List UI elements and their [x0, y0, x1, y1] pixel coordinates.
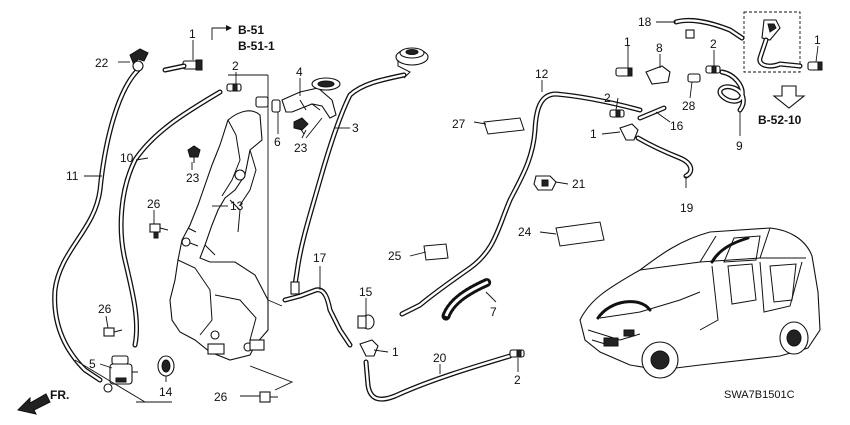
- callout-28: 28: [682, 99, 696, 113]
- bolt-26-low: [103, 327, 123, 337]
- pad-25: [423, 243, 449, 261]
- grommet-15: [357, 314, 375, 330]
- leader-lines: [84, 21, 819, 397]
- callout-26: 26: [98, 302, 112, 316]
- callout-20: 20: [433, 351, 447, 365]
- hose-19: [635, 135, 694, 179]
- callout-19: 19: [680, 201, 694, 215]
- check-valve-2-bottom: [509, 349, 525, 358]
- callout-26: 26: [147, 197, 161, 211]
- callout-8: 8: [656, 41, 663, 55]
- callout-27: 27: [452, 117, 466, 131]
- check-valve-2-mid-right: [609, 109, 625, 118]
- joint-1-lower: [359, 339, 379, 357]
- bracket-lines-left: [74, 74, 294, 403]
- nozzle-detail-box: [743, 11, 803, 73]
- callout-25: 25: [388, 249, 402, 263]
- joint-1-upper-right: [615, 67, 633, 77]
- connector-28: [687, 73, 701, 83]
- callout-4: 4: [296, 65, 303, 79]
- joint-1-far-right: [807, 61, 823, 71]
- bolt-23-tank: [187, 145, 201, 163]
- ref-b52-10: B-52-10: [758, 113, 802, 127]
- callout-1: 1: [624, 35, 631, 49]
- callout-12: 12: [535, 67, 549, 81]
- filler-cap-3: [290, 47, 429, 295]
- washer-reservoir-13: [169, 110, 269, 361]
- callout-1: 1: [189, 27, 196, 41]
- callout-7: 7: [490, 305, 497, 319]
- callout-5: 5: [89, 357, 96, 371]
- grommet-6: [255, 96, 281, 113]
- check-valve-2-left: [226, 83, 242, 92]
- arrowhead-b51: [226, 25, 232, 31]
- callout-1: 1: [814, 33, 821, 47]
- callout-16: 16: [670, 119, 684, 133]
- hose-18: [673, 17, 745, 41]
- callout-2: 2: [232, 59, 239, 73]
- bolt-23-filler: [293, 117, 309, 135]
- pad-27: [483, 117, 525, 135]
- bolt-26-mid: [149, 223, 169, 239]
- corrugated-tube-7: [441, 277, 493, 321]
- arrow-b51: [211, 27, 226, 40]
- callout-13: 13: [230, 199, 244, 213]
- hose-17: [282, 287, 353, 348]
- callout-1: 1: [590, 127, 597, 141]
- filler-neck-4: [281, 77, 341, 119]
- callout-6: 6: [274, 135, 281, 149]
- joint-1-mid-right: [619, 123, 639, 141]
- check-valve-2-right: [705, 65, 721, 74]
- callout-11: 11: [66, 169, 79, 183]
- grommet-14: [157, 355, 175, 377]
- hose-12: [399, 91, 643, 317]
- bolt-26-bottom: [259, 391, 278, 403]
- callout-22: 22: [95, 56, 109, 70]
- callout-23: 23: [294, 141, 308, 155]
- callout-24: 24: [518, 225, 532, 239]
- callout-10: 10: [120, 151, 134, 165]
- callout-14: 14: [159, 385, 173, 399]
- hose-clip-22: [129, 48, 149, 72]
- callout-1: 1: [392, 345, 399, 359]
- callout-2: 2: [514, 373, 521, 387]
- callout-2: 2: [710, 37, 717, 51]
- callout-numbers: 1 22 2 4 6 23 23 10 11 13 26 3 26 5 14 2…: [66, 15, 821, 404]
- callout-15: 15: [359, 285, 373, 299]
- callout-23: 23: [186, 171, 200, 185]
- callout-2: 2: [604, 91, 611, 105]
- callout-18: 18: [638, 15, 652, 29]
- hose-11: [52, 67, 141, 383]
- hose-10: [118, 89, 223, 348]
- callout-17: 17: [313, 251, 327, 265]
- ref-b51-1: B-51-1: [238, 39, 275, 53]
- front-label: FR.: [50, 388, 69, 402]
- diagram-code: SWA7B1501C: [724, 389, 795, 401]
- hose-9: [717, 69, 746, 113]
- joint-1-top: [162, 59, 203, 73]
- pad-24: [555, 221, 605, 247]
- joint-8: [645, 65, 671, 85]
- washer-pump-5: [103, 355, 138, 393]
- hose-20: [363, 353, 513, 402]
- hose-16: [637, 105, 667, 121]
- callout-3: 3: [352, 121, 359, 135]
- callout-9: 9: [736, 139, 743, 153]
- vehicle-illustration: [579, 227, 821, 379]
- clip-21: [533, 175, 557, 191]
- ref-b51: B-51: [238, 23, 264, 37]
- callout-26: 26: [214, 390, 228, 404]
- arrow-down-b5210: [772, 85, 806, 109]
- front-arrow: FR.: [17, 388, 69, 415]
- callout-21: 21: [572, 177, 586, 191]
